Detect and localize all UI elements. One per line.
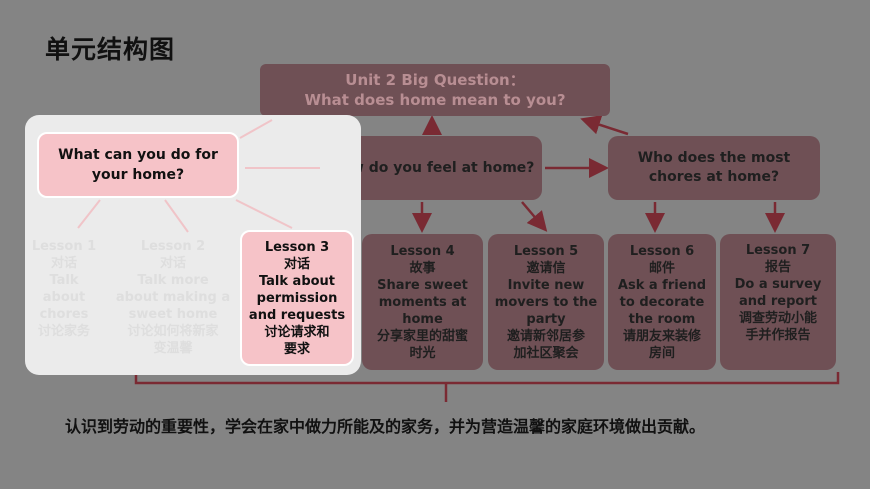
lesson-4-line: 时光 xyxy=(409,345,436,361)
lesson-7-line: 手并作报告 xyxy=(745,328,811,343)
lesson-3-line: 要求 xyxy=(283,341,310,357)
question-right-line1: Who does the most xyxy=(637,150,791,166)
lesson-6-line: Ask a friend xyxy=(617,277,707,293)
lesson-7-box: Lesson 7 报告 Do a survey and report 调查劳动小… xyxy=(720,234,836,370)
lesson-2-line: 变温馨 xyxy=(153,341,193,356)
question-middle-text: How do you feel at home? xyxy=(329,160,535,176)
lesson-5-line: party xyxy=(526,311,566,327)
lesson-2-line: 对话 xyxy=(159,256,186,271)
lesson-3-line: Lesson 3 xyxy=(264,239,330,255)
lesson-5-line: 邀请新邻居参 xyxy=(506,328,585,344)
lesson-1-box: Lesson 1 对话 Talk about chores 讨论家务 xyxy=(30,238,98,350)
lesson-2-line: sweet home xyxy=(128,307,218,322)
lesson-1-line: 对话 xyxy=(50,256,77,271)
lesson-1-line: about xyxy=(42,290,86,305)
lesson-5-line: 邀请信 xyxy=(526,260,566,276)
lesson-6-line: the room xyxy=(628,311,696,327)
lesson-4-line: Share sweet xyxy=(377,277,468,293)
lesson-7-line: and report xyxy=(739,294,817,309)
lesson-5-line: Lesson 5 xyxy=(513,243,579,259)
lesson-6-line: 邮件 xyxy=(648,260,675,276)
lesson-5-box: Lesson 5 邀请信 Invite new movers to the pa… xyxy=(488,234,604,370)
lesson-5-line: movers to the xyxy=(494,294,598,310)
lesson-1-line: Talk xyxy=(49,273,79,288)
lesson-3-line: and requests xyxy=(248,307,346,323)
lesson-2-line: 讨论如何将新家 xyxy=(127,324,219,339)
lesson-6-line: Lesson 6 xyxy=(629,243,695,259)
lesson-7-line: 调查劳动小能 xyxy=(738,311,817,326)
page-title: 单元结构图 xyxy=(45,35,176,64)
lesson-3-box: Lesson 3 对话 Talk about permission and re… xyxy=(240,230,354,366)
lesson-4-line: moments at xyxy=(378,294,467,310)
lesson-6-box: Lesson 6 邮件 Ask a friend to decorate the… xyxy=(608,234,716,370)
question-left-line1: What can you do for xyxy=(58,147,218,163)
lesson-1-line: chores xyxy=(39,307,89,322)
lesson-2-box: Lesson 2 对话 Talk more about making a swe… xyxy=(110,238,236,364)
lesson-7-line: Do a survey xyxy=(734,277,822,292)
lesson-1-line: Lesson 1 xyxy=(31,239,97,254)
lesson-5-line: Invite new xyxy=(507,277,585,293)
lesson-5-line: 加社区聚会 xyxy=(513,345,579,361)
lesson-7-line: 报告 xyxy=(764,260,791,275)
question-left: What can you do for your home? xyxy=(37,132,239,198)
lesson-4-line: home xyxy=(402,311,443,327)
lesson-3-line: 讨论请求和 xyxy=(264,324,330,340)
big-question-line1: Unit 2 Big Question： xyxy=(345,71,525,89)
summary-text: 认识到劳动的重要性，学会在家中做力所能及的家务，并为营造温馨的家庭环境做出贡献。 xyxy=(65,417,706,436)
big-question-line2: What does home mean to you? xyxy=(304,91,566,109)
lesson-1-line: 讨论家务 xyxy=(37,324,90,339)
lesson-6-line: 请朋友来装修 xyxy=(622,328,701,344)
lesson-6-line: to decorate xyxy=(619,294,705,310)
lesson-7-line: Lesson 7 xyxy=(745,243,811,258)
lesson-3-line: Talk about xyxy=(258,273,336,289)
lesson-4-box: Lesson 4 故事 Share sweet moments at home … xyxy=(362,234,483,370)
lesson-4-line: Lesson 4 xyxy=(390,243,455,259)
big-question-box: Unit 2 Big Question： What does home mean… xyxy=(260,64,610,116)
question-right: Who does the most chores at home? xyxy=(608,136,820,200)
question-right-line2: chores at home? xyxy=(648,169,780,185)
lesson-2-line: Talk more xyxy=(137,273,209,288)
lesson-3-line: 对话 xyxy=(283,256,310,272)
lesson-4-line: 故事 xyxy=(409,260,436,276)
lesson-3-line: permission xyxy=(256,290,338,306)
question-left-line2: your home? xyxy=(91,167,185,183)
lesson-2-line: Lesson 2 xyxy=(140,239,206,254)
lesson-4-line: 分享家里的甜蜜 xyxy=(376,328,468,344)
lesson-2-line: about making a xyxy=(115,290,231,305)
lesson-6-line: 房间 xyxy=(648,345,675,361)
